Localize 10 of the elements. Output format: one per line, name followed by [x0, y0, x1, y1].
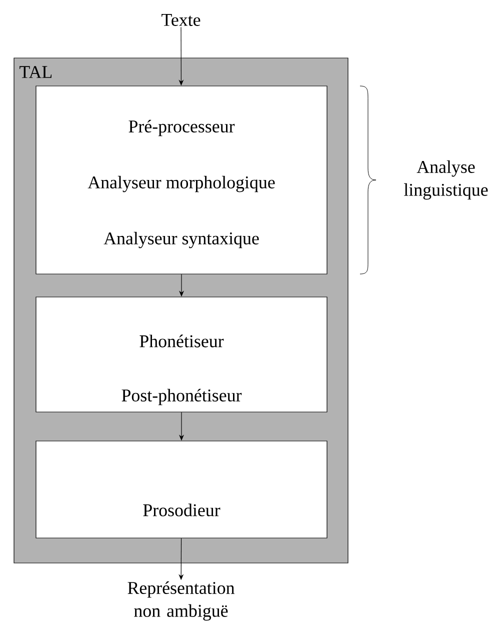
step-label: Pré-processeur — [128, 120, 235, 136]
text-label: Texte — [162, 14, 200, 26]
step-label: Post-phonétiseur — [122, 388, 242, 406]
text-label: Représentation non ambiguë — [128, 581, 235, 621]
step-label: Phonétiseur — [140, 334, 224, 348]
annotation-label: Analyse linguistique — [404, 160, 488, 200]
step-label: Prosodieur — [143, 504, 220, 516]
step-label: Analyseur morphologique — [88, 176, 275, 192]
step-label: Analyseur syntaxique — [104, 232, 259, 248]
panel-title: TAL — [20, 66, 52, 78]
